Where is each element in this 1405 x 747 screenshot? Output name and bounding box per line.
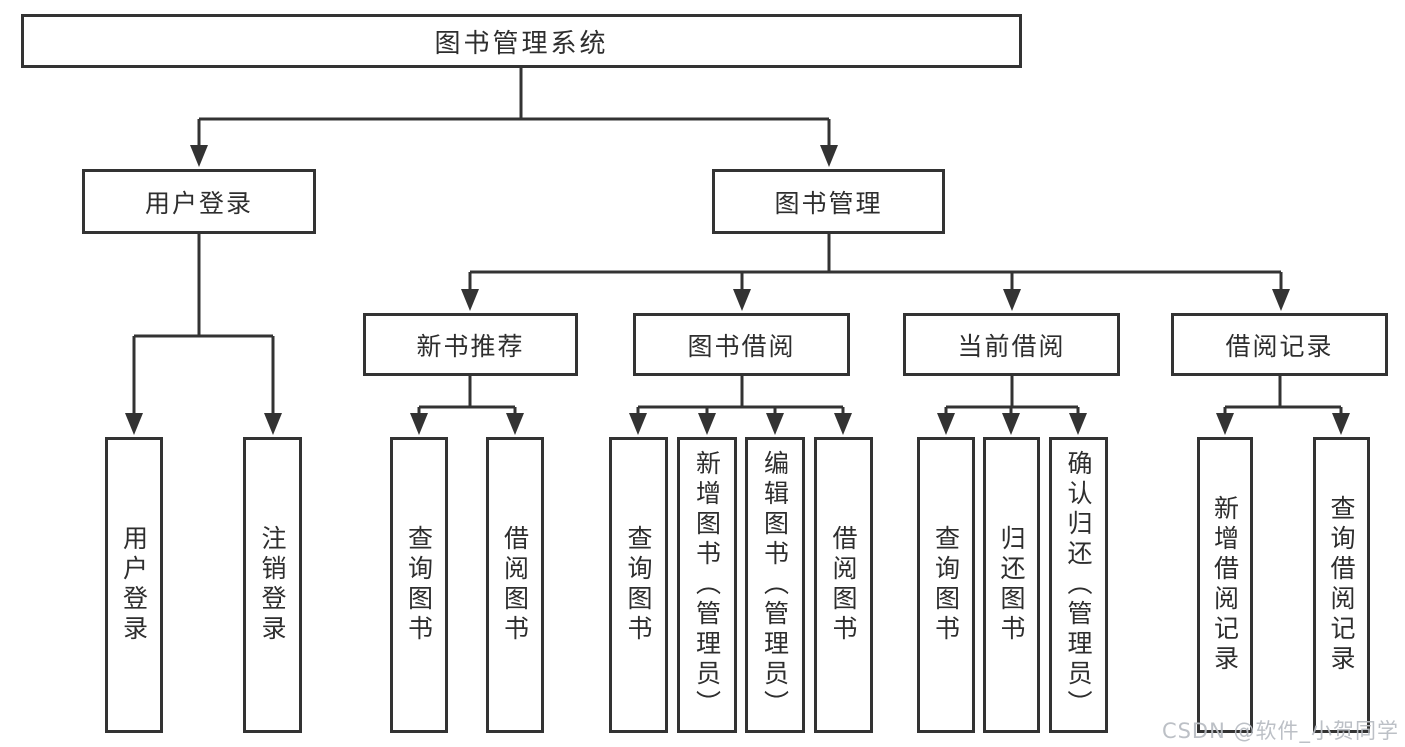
node-label: 编辑图书（管理员）: [760, 450, 790, 720]
arrowhead-icon: [190, 145, 208, 167]
node-user-login: 用户登录: [82, 169, 316, 234]
node-current-borrowing: 当前借阅: [903, 313, 1120, 376]
node-label: 注销登录: [258, 525, 287, 645]
arrowhead-icon: [698, 413, 716, 435]
arrowhead-icon: [1003, 289, 1021, 311]
connector-root-to-level1: [197, 68, 831, 150]
node-label: 借阅图书: [500, 525, 530, 645]
leaf-borrow-books: 借阅图书: [814, 437, 873, 733]
arrowhead-icon: [506, 413, 524, 435]
arrowhead-icon: [264, 413, 282, 435]
node-label: 查询图书: [931, 525, 961, 645]
arrowhead-icon: [766, 413, 784, 435]
arrowhead-icon: [629, 413, 647, 435]
node-borrowing-records: 借阅记录: [1171, 313, 1388, 376]
node-label: 用户登录: [119, 525, 149, 645]
leaf-borrow-books-recommend: 借阅图书: [486, 437, 544, 733]
leaf-confirm-return-admin: 确认归还（管理员）: [1049, 437, 1108, 733]
node-root-system: 图书管理系统: [21, 14, 1022, 68]
node-label: 图书管理: [774, 188, 883, 218]
leaf-user-login: 用户登录: [105, 437, 163, 733]
connector-bookmgmt-to-level2: [468, 234, 1283, 295]
node-label: 用户登录: [144, 188, 253, 218]
node-label: 图书借阅: [687, 331, 796, 361]
arrowhead-icon: [733, 289, 751, 311]
leaf-add-book-admin: 新增图书（管理员）: [677, 437, 737, 733]
leaf-query-books-borrowing: 查询图书: [609, 437, 668, 733]
node-label: 新增图书（管理员）: [692, 450, 722, 720]
leaf-add-borrow-record: 新增借阅记录: [1197, 437, 1253, 733]
leaf-logout: 注销登录: [243, 437, 302, 733]
arrowhead-icon: [1332, 413, 1350, 435]
connector-userlogin-to-leaves: [132, 234, 275, 420]
arrowhead-icon: [1069, 413, 1087, 435]
connector-records-to-leaves: [1223, 376, 1343, 420]
connector-borrowing-to-leaves: [636, 376, 845, 420]
node-label: 确认归还（管理员）: [1064, 450, 1093, 720]
node-label: 查询借阅记录: [1327, 495, 1356, 675]
csdn-watermark: CSDN @软件_小贺同学: [1161, 719, 1399, 743]
leaf-query-books-recommend: 查询图书: [390, 437, 448, 733]
node-label: 归还图书: [997, 525, 1026, 645]
arrowhead-icon: [1002, 413, 1020, 435]
node-label: 新增借阅记录: [1210, 495, 1240, 675]
arrowhead-icon: [820, 145, 838, 167]
arrowhead-icon: [937, 413, 955, 435]
node-book-management: 图书管理: [712, 169, 945, 234]
arrowhead-icon: [834, 413, 852, 435]
arrowhead-icon: [125, 413, 143, 435]
node-label: 新书推荐: [416, 331, 525, 361]
leaf-edit-book-admin: 编辑图书（管理员）: [745, 437, 805, 733]
arrowhead-icon: [461, 289, 479, 311]
arrowhead-icon: [410, 413, 428, 435]
leaf-query-books-current: 查询图书: [917, 437, 975, 733]
node-label: 查询图书: [624, 525, 653, 645]
connector-newbooks-to-leaves: [417, 376, 517, 420]
leaf-query-borrow-record: 查询借阅记录: [1313, 437, 1370, 733]
arrowhead-icon: [1216, 413, 1234, 435]
node-label: 查询图书: [404, 525, 434, 645]
arrowhead-icon: [1272, 289, 1290, 311]
node-book-borrowing: 图书借阅: [633, 313, 850, 376]
node-label: 借阅图书: [829, 525, 858, 645]
node-label: 当前借阅: [957, 331, 1066, 361]
node-label: 借阅记录: [1225, 331, 1334, 361]
node-new-book-recommend: 新书推荐: [363, 313, 578, 376]
node-label: 图书管理系统: [434, 28, 609, 59]
leaf-return-books: 归还图书: [983, 437, 1040, 733]
